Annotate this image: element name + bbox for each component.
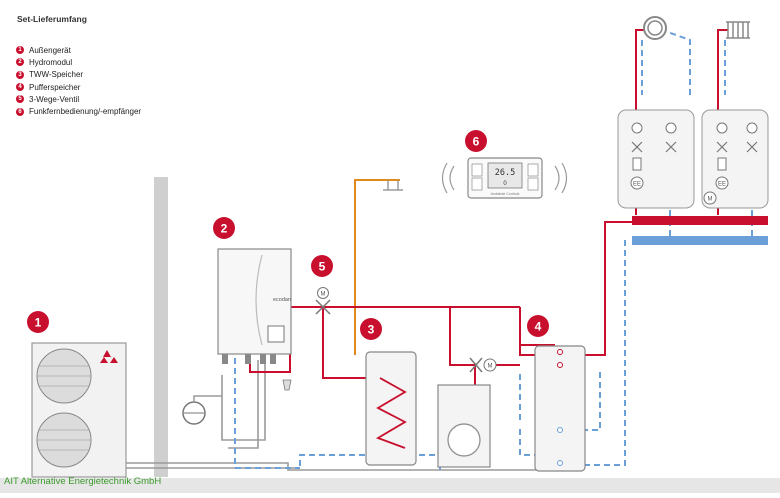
radiator-panel-icon (726, 21, 750, 39)
marker-4: 4 (527, 315, 549, 337)
mixing-valve: M (469, 357, 497, 373)
sensor-label: EE (633, 182, 641, 188)
legend-item: 5 3-Wege-Ventil (16, 93, 141, 105)
legend-number-badge: 3 (16, 70, 24, 79)
radiator-round-icon (643, 16, 667, 40)
marker-5: 5 (311, 255, 333, 277)
buffer-tank (534, 345, 586, 472)
hydromodule: ecodan (217, 248, 292, 364)
marker-number-5: 5 (319, 260, 326, 274)
legend-label: Funkfernbedienung/-empfänger (29, 107, 142, 117)
valve-motor-label: M (708, 197, 713, 203)
legend-number-badge: 1 (16, 46, 24, 55)
remote-control: 26.5 0 Ambiente Controls (441, 157, 568, 199)
manufacturer-logo-icon (100, 350, 118, 363)
three-way-valve: M (315, 287, 331, 315)
marker-number-2: 2 (221, 222, 228, 236)
marker-number-6: 6 (473, 135, 480, 149)
supply-pipes (249, 29, 728, 385)
sensor-label: EE (718, 182, 726, 188)
marker-3: 3 (360, 318, 382, 340)
legend-label: Außengerät (29, 45, 71, 55)
legend-item: 4 Pufferspeicher (16, 81, 141, 93)
hot-water-taps (383, 180, 403, 191)
legend-label: TWW-Speicher (29, 70, 84, 80)
supply-manifold (632, 216, 768, 225)
legend-item: 2 Hydromodul (16, 56, 141, 68)
legend-item: 3 TWW-Speicher (16, 69, 141, 81)
return-manifold (632, 236, 768, 245)
boiler (437, 384, 491, 468)
legend-label: Hydromodul (29, 57, 73, 67)
marker-6: 6 (465, 130, 487, 152)
marker-2: 2 (213, 217, 235, 239)
outdoor-unit (31, 342, 127, 478)
legend-item: 1 Außengerät (16, 44, 141, 56)
valve-motor-label: M (488, 364, 493, 370)
legend-label: 3-Wege-Ventil (29, 94, 80, 104)
remote-sub-display: 0 (503, 181, 507, 187)
remote-brand: Ambiente Controls (491, 192, 520, 196)
remote-display: 26.5 (495, 168, 515, 178)
legend-title: Set-Lieferumfang (17, 14, 87, 24)
legend-list: 1 Außengerät 2 Hydromodul 3 TWW-Speicher 4 Puff… (16, 44, 141, 118)
footer-credit: AIT Alternative Energietechnik GmbH (4, 476, 162, 487)
legend-number-badge: 5 (16, 95, 24, 104)
legend-label: Pufferspeicher (29, 82, 81, 92)
heating-circuit-station-right: EE M (701, 109, 769, 209)
return-pipes (234, 29, 753, 470)
radiator-round-inner-icon (647, 20, 663, 36)
floor (0, 478, 780, 493)
legend-number-badge: 2 (16, 58, 24, 67)
marker-number-4: 4 (535, 320, 542, 334)
legend-item: 6 Funkfernbedienung/-empfänger (16, 105, 141, 117)
heating-circuit-station-left: EE (617, 109, 695, 209)
marker-number-1: 1 (35, 316, 42, 330)
marker-1: 1 (27, 311, 49, 333)
marker-number-3: 3 (368, 323, 375, 337)
legend-number-badge: 4 (16, 83, 24, 92)
tww-tank (365, 351, 417, 466)
wall (154, 177, 168, 477)
legend-number-badge: 6 (16, 107, 24, 116)
valve-motor-label: M (321, 292, 326, 298)
hot-water-pipe (354, 179, 400, 355)
hydromodule-brand-label: ecodan (273, 297, 291, 303)
